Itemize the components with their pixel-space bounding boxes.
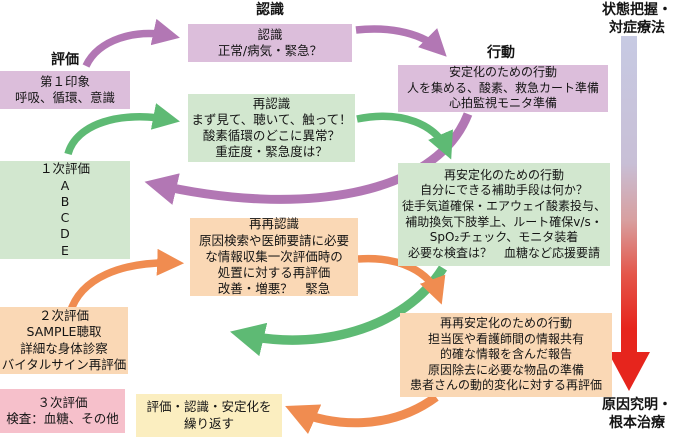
- column-label-action: 行動: [487, 45, 515, 61]
- box-primary-evaluation: １次評価 A B C D E: [0, 161, 130, 259]
- axis-gradient-shaft: [621, 36, 637, 354]
- box-line: 第１印象: [39, 73, 90, 89]
- box-line: まず見て、聴いて、触って！: [191, 111, 352, 127]
- box-line: 検査：血糖、その他: [6, 411, 119, 426]
- box-rere-recognition: 再再認識 原因検索や医師要請に必要 な情報収集一次評価時の 処置に対する再評価 …: [190, 216, 358, 297]
- box-line: 心拍監視モニタ準備: [448, 96, 557, 111]
- box-line: SpO₂チェック、モニタ装着: [429, 230, 579, 245]
- column-label-recognition: 認識: [256, 2, 284, 18]
- box-line: 呼吸、循環、意識: [14, 90, 115, 105]
- box-line: SAMPLE聴取: [26, 324, 102, 340]
- box-line: E: [61, 242, 69, 258]
- box-line: バイタルサイン再評価: [1, 356, 127, 372]
- arrow-primary-eval-to-re-recognition: [64, 103, 180, 156]
- box-stabilization-action: 安定化のための行動 人を集める、酸素、救急カート準備 心拍監視モニタ準備: [398, 65, 608, 112]
- box-repeat-cycle: 評価・認識・安定化を 繰り返す: [136, 394, 282, 437]
- box-line: ２次評価: [38, 308, 89, 323]
- box-line: １次評価: [39, 161, 90, 177]
- box-line: D: [60, 226, 70, 242]
- box-line: ３次評価: [37, 394, 88, 410]
- box-line: 自分にできる補助手段は何か？: [420, 183, 588, 198]
- arrow-rere-stabilization-to-repeat: [285, 393, 439, 435]
- box-tertiary-evaluation: ３次評価 検査：血糖、その他: [0, 389, 125, 433]
- box-line: 補助換気下肢挙上、ルート確保v/s・: [405, 214, 603, 229]
- box-re-recognition: 再認識 まず見て、聴いて、触って！ 酸素循環のどこに異常？ 重症度・緊急度は？: [188, 94, 355, 162]
- box-line: 担当医や看護師間の情報共有: [427, 331, 584, 346]
- column-label-evaluation: 評価: [51, 52, 79, 68]
- box-recognition: 認識 正常/病気・緊急？: [188, 24, 352, 62]
- box-line: 原因除去に必要な物品の準備: [427, 362, 584, 377]
- box-line: 再認識: [252, 95, 291, 111]
- axis-gradient-arrowhead-icon: [608, 352, 650, 391]
- box-line: 処置に対する再評価: [217, 265, 331, 281]
- box-line: 認識: [257, 26, 283, 42]
- arrow-recognition-to-stabilization: [355, 25, 447, 57]
- box-re-stabilization-action: 再安定化のための行動 自分にできる補助手段は何か？ 徒手気道確保・エアウェイ酸素…: [398, 163, 610, 266]
- box-line: 必要な検査は？ 血糖など応援要請: [407, 245, 600, 260]
- box-line: B: [60, 193, 70, 209]
- box-line: 繰り返す: [183, 415, 234, 431]
- box-line: 再再認識: [248, 216, 299, 232]
- box-line: 徒手気道確保・エアウェイ酸素投与、: [401, 198, 606, 213]
- box-line: 評価・認識・安定化を: [146, 399, 272, 415]
- box-line: 再再安定化のための行動: [439, 316, 572, 331]
- box-line: 原因検索や医師要請に必要: [198, 232, 349, 248]
- arrow-first-impression-to-recognition: [82, 18, 180, 68]
- box-line: 再安定化のための行動: [443, 167, 564, 182]
- box-line: 人を集める、酸素、救急カート準備: [406, 80, 599, 95]
- box-line: 安定化のための行動: [448, 65, 557, 80]
- box-line: 正常/病気・緊急？: [217, 43, 323, 58]
- axis-label-top-line2: 対症療法: [609, 19, 665, 36]
- arrow-re-recognition-to-re-stabilization: [356, 112, 453, 160]
- axis-label-bottom-line1: 原因究明・: [602, 397, 672, 413]
- box-line: 重症度・緊急度は？: [215, 144, 328, 160]
- box-line: 改善・増悪？ 緊急: [217, 281, 331, 297]
- box-first-impression: 第１印象 呼吸、循環、意識: [0, 71, 130, 109]
- axis-label-top: 状態把握・ 対症療法: [594, 2, 680, 37]
- box-line: 患者さんの動的変化に対する再評価: [409, 378, 602, 393]
- box-line: 酸素循環のどこに異常？: [202, 128, 341, 143]
- box-line: 的確な情報を含んだ報告: [439, 347, 572, 362]
- axis-label-bottom-line2: 根本治療: [609, 414, 665, 431]
- box-rere-stabilization-action: 再再安定化のための行動 担当医や看護師間の情報共有 的確な情報を含んだ報告 原因…: [400, 313, 612, 397]
- box-line: な情報収集一次評価時の: [205, 248, 343, 264]
- axis-label-bottom: 原因究明・ 根本治療: [594, 397, 680, 432]
- box-line: 詳細な身体診察: [20, 340, 108, 356]
- box-secondary-evaluation: ２次評価 SAMPLE聴取 詳細な身体診察 バイタルサイン再評価: [0, 307, 128, 374]
- arrow-secondary-eval-to-rere-recognition: [66, 248, 185, 315]
- axis-label-top-line1: 状態把握・: [602, 2, 672, 18]
- box-line: C: [60, 210, 70, 225]
- box-line: A: [60, 177, 70, 193]
